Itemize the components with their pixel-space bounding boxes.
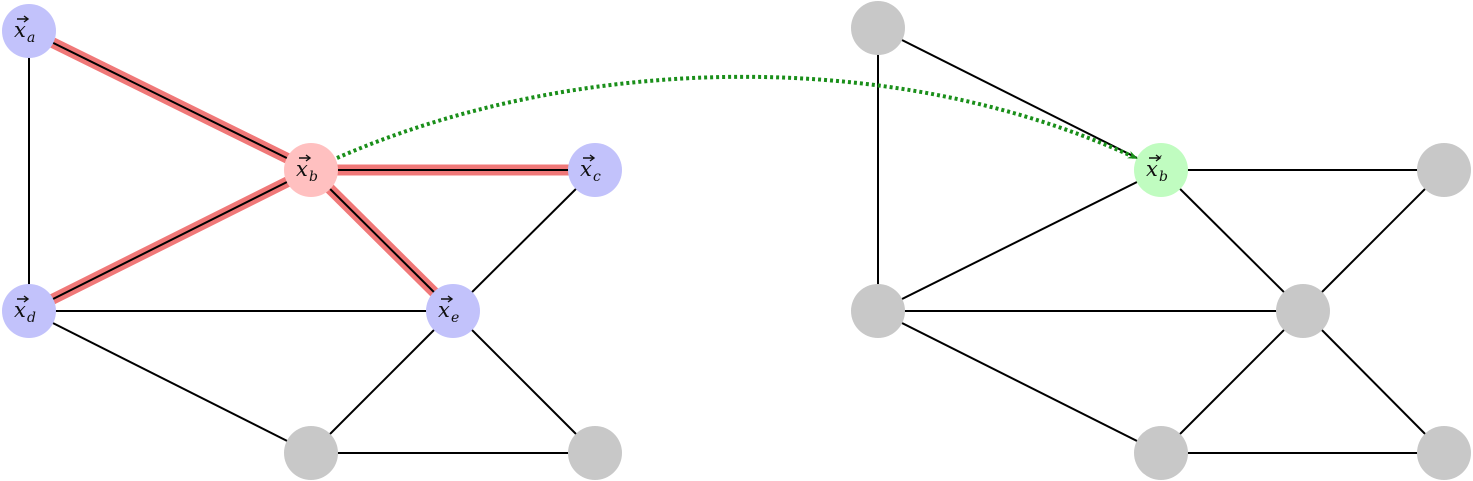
right-node-b-prime: ′ [1159,154,1163,170]
update-arrow [336,74,1138,160]
left-edge-e-f [310,310,454,454]
right-edge-e-g [1302,310,1445,454]
right-edge-b-d [877,169,1162,312]
left-edge-a-b [28,30,312,171]
left-node-g [568,426,622,480]
left-node-b-label: x [296,157,308,181]
left-node-a-circle [2,4,56,58]
left-node-f-circle [284,426,338,480]
left-edge-e-g [452,310,596,454]
left-node-e-label: x [438,298,450,322]
right-node-g-circle [1417,426,1471,480]
update-arrow-path [336,74,1138,160]
left-edge-d-f [28,310,312,454]
right-node-b-label: x [1146,157,1158,181]
right-graph-edges [877,27,1445,454]
left-node-e-vector-arrow [441,295,454,303]
right-node-g [1417,426,1471,480]
right-node-f-circle [1134,426,1188,480]
left-node-c-circle [568,143,622,197]
right-node-c-circle [1417,143,1471,197]
right-edge-d-f [877,310,1162,454]
left-node-e-subscript: e [451,310,459,326]
left-node-c-vector-arrow [583,154,596,162]
right-edge-e-f [1160,310,1304,454]
right-node-e [1276,284,1330,338]
right-node-d [851,284,905,338]
right-node-b: x′b [1134,143,1188,197]
right-node-d-circle [851,284,905,338]
right-edge-c-e [1302,169,1445,312]
left-node-g-circle [568,426,622,480]
left-edge-c-e [452,169,596,312]
left-node-d-subscript: d [27,310,36,326]
right-node-b-subscript: b [1159,169,1168,185]
left-graph-edges [28,30,596,454]
left-node-c-subscript: c [593,169,601,185]
left-edge-b-d [28,169,312,312]
left-node-a-subscript: a [27,30,35,46]
left-node-a-label: x [14,18,26,42]
right-node-b-vector-arrow [1149,154,1162,162]
right-node-c [1417,143,1471,197]
left-node-e-circle [426,284,480,338]
right-node-b-circle [1134,143,1188,197]
right-node-a-circle [851,1,905,55]
left-node-a-vector-arrow [17,15,30,23]
right-edge-a-b [877,27,1162,171]
left-node-c-label: x [580,157,592,181]
left-edge-b-e [310,169,454,312]
right-node-e-circle [1276,284,1330,338]
left-node-b-vector-arrow [299,154,312,162]
left-node-d-circle [2,284,56,338]
right-node-f [1134,426,1188,480]
left-node-d-vector-arrow [17,295,30,303]
right-edge-b-e [1160,169,1304,312]
right-node-a [851,1,905,55]
left-node-d-label: x [14,298,26,322]
left-node-b-subscript: b [309,169,318,185]
left-node-f [284,426,338,480]
right-graph-nodes: x′b [851,1,1471,480]
left-node-b-circle [284,143,338,197]
